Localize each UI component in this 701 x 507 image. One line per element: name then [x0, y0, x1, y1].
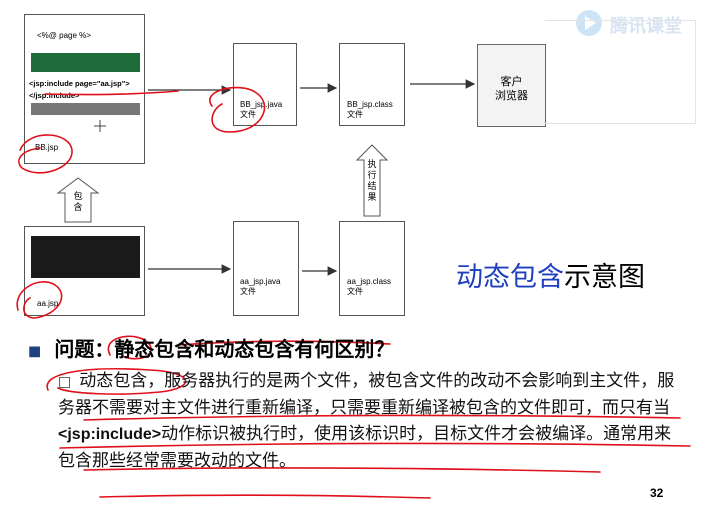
exec-arrow-label: 执行结果	[367, 160, 377, 203]
question-text: 问题：静态包含和动态包含有何区别？	[54, 337, 395, 361]
include-open-tag: <jsp:include page="aa.jsp">	[29, 79, 130, 88]
aa-class-name: aa_jsp.class	[347, 277, 392, 286]
aa-jsp-filename: aa.jsp	[37, 299, 59, 308]
bb-java-name: BB_jsp.java	[240, 100, 283, 109]
question-bullet-icon: ■	[28, 343, 42, 360]
bb-jsp-document: <%@ page %> <jsp:include page="aa.jsp"> …	[24, 14, 145, 164]
aa-java-document: aa_jsp.java 文件	[233, 221, 299, 316]
bb-class-document: BB_jsp.class 文件	[339, 43, 405, 126]
green-content-bar	[31, 53, 140, 72]
page-directive: <%@ page %>	[37, 31, 91, 40]
watermark: 腾讯课堂	[572, 6, 692, 40]
watermark-text: 腾讯课堂	[610, 16, 682, 37]
diagram-title: 动态包含示意图	[456, 262, 645, 294]
diagram-title-highlight: 动态包含	[456, 262, 564, 293]
page-number: 32	[650, 486, 664, 500]
question-line: ■ 问题：静态包含和动态包含有何区别？	[28, 333, 394, 362]
answer-text-part1: 动态包含，服务器执行的是两个文件，被包含文件的改动不会影响到主文件，服务器不需要…	[58, 371, 675, 418]
play-logo-icon	[576, 10, 602, 36]
bb-java-document: BB_jsp.java 文件	[233, 43, 297, 126]
answer-code: <jsp:include>	[58, 426, 162, 443]
browser-frame-outline	[545, 20, 696, 124]
aa-jsp-document: aa.jsp	[24, 226, 145, 316]
bb-class-name: BB_jsp.class	[347, 100, 393, 109]
aa-class-document: aa_jsp.class 文件	[339, 221, 405, 316]
include-close-tag: </jsp:include>	[29, 91, 80, 100]
answer-text-part2: 动作标识被执行时，使用该标识时，目标文件才会被编译。通常用来包含那些经常需要改动…	[58, 424, 672, 471]
gray-content-bar	[31, 103, 140, 115]
black-content-bar	[31, 236, 140, 278]
answer-bullet-icon: □	[58, 374, 72, 390]
aa-java-name: aa_jsp.java	[240, 277, 281, 286]
diagram-title-rest: 示意图	[564, 262, 645, 293]
client-browser-box: 客户 浏览器	[477, 44, 546, 127]
bb-jsp-filename: BB.jsp	[35, 143, 59, 152]
aa-java-sub: 文件	[240, 287, 256, 296]
bb-class-sub: 文件	[347, 110, 363, 119]
browser-line2: 浏览器	[495, 89, 528, 102]
browser-line1: 客户	[500, 75, 523, 88]
aa-class-sub: 文件	[347, 287, 363, 296]
bb-java-sub: 文件	[240, 110, 256, 119]
include-arrow-label: 包含	[73, 192, 83, 213]
answer-paragraph: □动态包含，服务器执行的是两个文件，被包含文件的改动不会影响到主文件，服务器不需…	[58, 368, 680, 474]
